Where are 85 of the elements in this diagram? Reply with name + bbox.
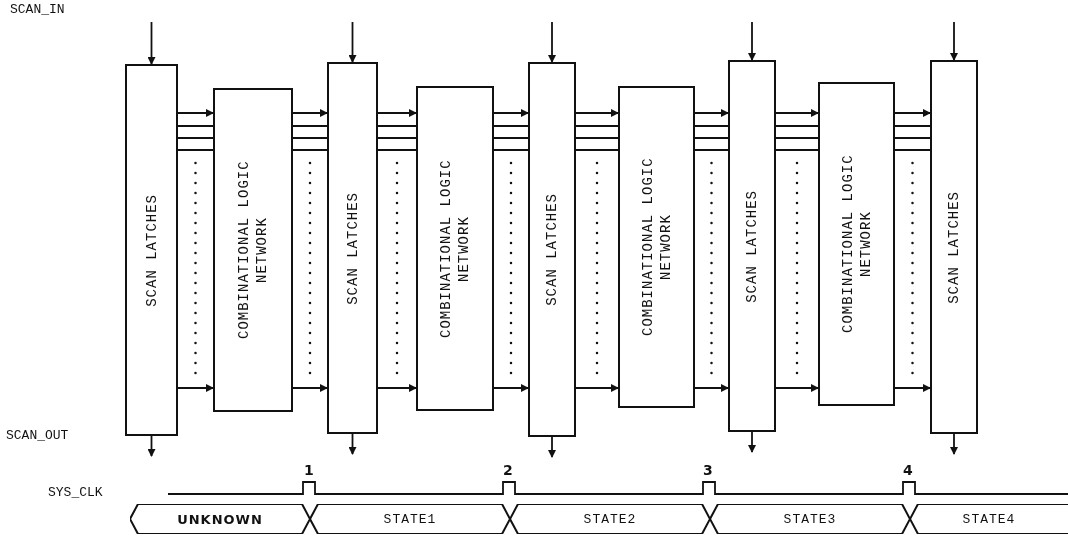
signal-line xyxy=(694,125,729,127)
signal-arrow xyxy=(348,433,357,455)
signal-arrow xyxy=(348,21,357,63)
signal-arrow xyxy=(694,109,729,117)
box-label: SCAN LATCHES xyxy=(343,191,362,305)
box-label: COMBINATIONAL LOGIC NETWORK xyxy=(437,158,473,340)
signal-arrow xyxy=(950,21,958,61)
signal-line xyxy=(177,125,214,127)
signal-arrow xyxy=(694,384,729,392)
signal-line xyxy=(775,149,819,151)
signal-line xyxy=(377,149,417,151)
signal-arrow xyxy=(548,436,556,458)
signal-arrow xyxy=(775,109,819,117)
bus-state-segment xyxy=(510,504,710,534)
bus-state-segment xyxy=(710,504,910,534)
logic-network-box xyxy=(818,82,895,406)
signal-line xyxy=(177,149,214,151)
signal-arrow xyxy=(177,384,214,392)
signal-arrow xyxy=(575,384,619,392)
box-label: COMBINATIONAL LOGIC NETWORK xyxy=(838,153,875,336)
signal-line xyxy=(775,125,819,127)
latch-box xyxy=(327,62,378,434)
signal-arrow xyxy=(575,109,619,117)
signal-arrow xyxy=(377,109,417,117)
pulse-number: 1 xyxy=(304,462,314,478)
bus-state-segment xyxy=(910,504,1068,534)
state-label: STATE1 xyxy=(383,511,437,527)
box-label: SCAN LATCHES xyxy=(543,193,561,306)
signal-line xyxy=(775,137,819,139)
signal-line xyxy=(292,125,328,127)
latch-box xyxy=(728,60,776,432)
logic-network-box xyxy=(213,88,293,412)
signal-name: SCAN_OUT xyxy=(6,428,69,443)
latch-box xyxy=(125,64,178,436)
logic-network-box xyxy=(618,86,695,408)
box-label: SCAN LATCHES xyxy=(142,193,161,307)
signal-name: SCAN_IN xyxy=(10,2,65,17)
signal-arrow xyxy=(894,109,931,117)
box-label: COMBINATIONAL LOGIC NETWORK xyxy=(638,156,675,339)
signal-line xyxy=(575,149,619,151)
signal-line xyxy=(575,125,619,127)
signal-line xyxy=(575,137,619,139)
signal-arrow xyxy=(950,433,958,455)
pulse-number: 2 xyxy=(503,462,513,478)
signal-line xyxy=(894,149,931,151)
signal-arrow xyxy=(548,21,556,63)
state-label: STATE4 xyxy=(962,511,1016,527)
signal-arrow xyxy=(775,384,819,392)
signal-line xyxy=(493,149,529,151)
signal-arrow xyxy=(292,384,328,392)
signal-arrow xyxy=(894,384,931,392)
state-label: UNKNOWN xyxy=(177,511,263,527)
pulse-number: 3 xyxy=(703,462,713,478)
signal-arrow xyxy=(493,109,529,117)
signal-arrow xyxy=(493,384,529,392)
signal-arrow xyxy=(748,21,756,61)
signal-line xyxy=(377,125,417,127)
logic-network-box xyxy=(416,86,494,411)
signal-line xyxy=(292,149,328,151)
signal-line xyxy=(493,137,529,139)
latch-box xyxy=(930,60,978,434)
signal-line xyxy=(694,137,729,139)
signal-arrow xyxy=(748,431,756,453)
box-label: SCAN LATCHES xyxy=(743,189,761,303)
latch-box xyxy=(528,62,576,437)
signal-line xyxy=(377,137,417,139)
state-label: STATE3 xyxy=(783,511,837,527)
signal-line xyxy=(292,137,328,139)
signal-arrow xyxy=(147,435,156,457)
state-label: STATE2 xyxy=(583,511,637,527)
signal-arrow xyxy=(377,384,417,392)
box-label: SCAN LATCHES xyxy=(945,190,963,304)
signal-line xyxy=(694,149,729,151)
bus-state-segment xyxy=(310,504,510,534)
signal-line xyxy=(894,125,931,127)
signal-line xyxy=(177,137,214,139)
signal-arrow xyxy=(292,109,328,117)
signal-arrow xyxy=(147,21,156,65)
signal-line xyxy=(894,137,931,139)
signal-name: SYS_CLK xyxy=(48,485,103,500)
bus-state-segment xyxy=(130,504,310,534)
pulse-number: 4 xyxy=(903,462,913,478)
signal-arrow xyxy=(177,109,214,117)
box-label: COMBINATIONAL LOGIC NETWORK xyxy=(235,159,271,342)
signal-line xyxy=(493,125,529,127)
